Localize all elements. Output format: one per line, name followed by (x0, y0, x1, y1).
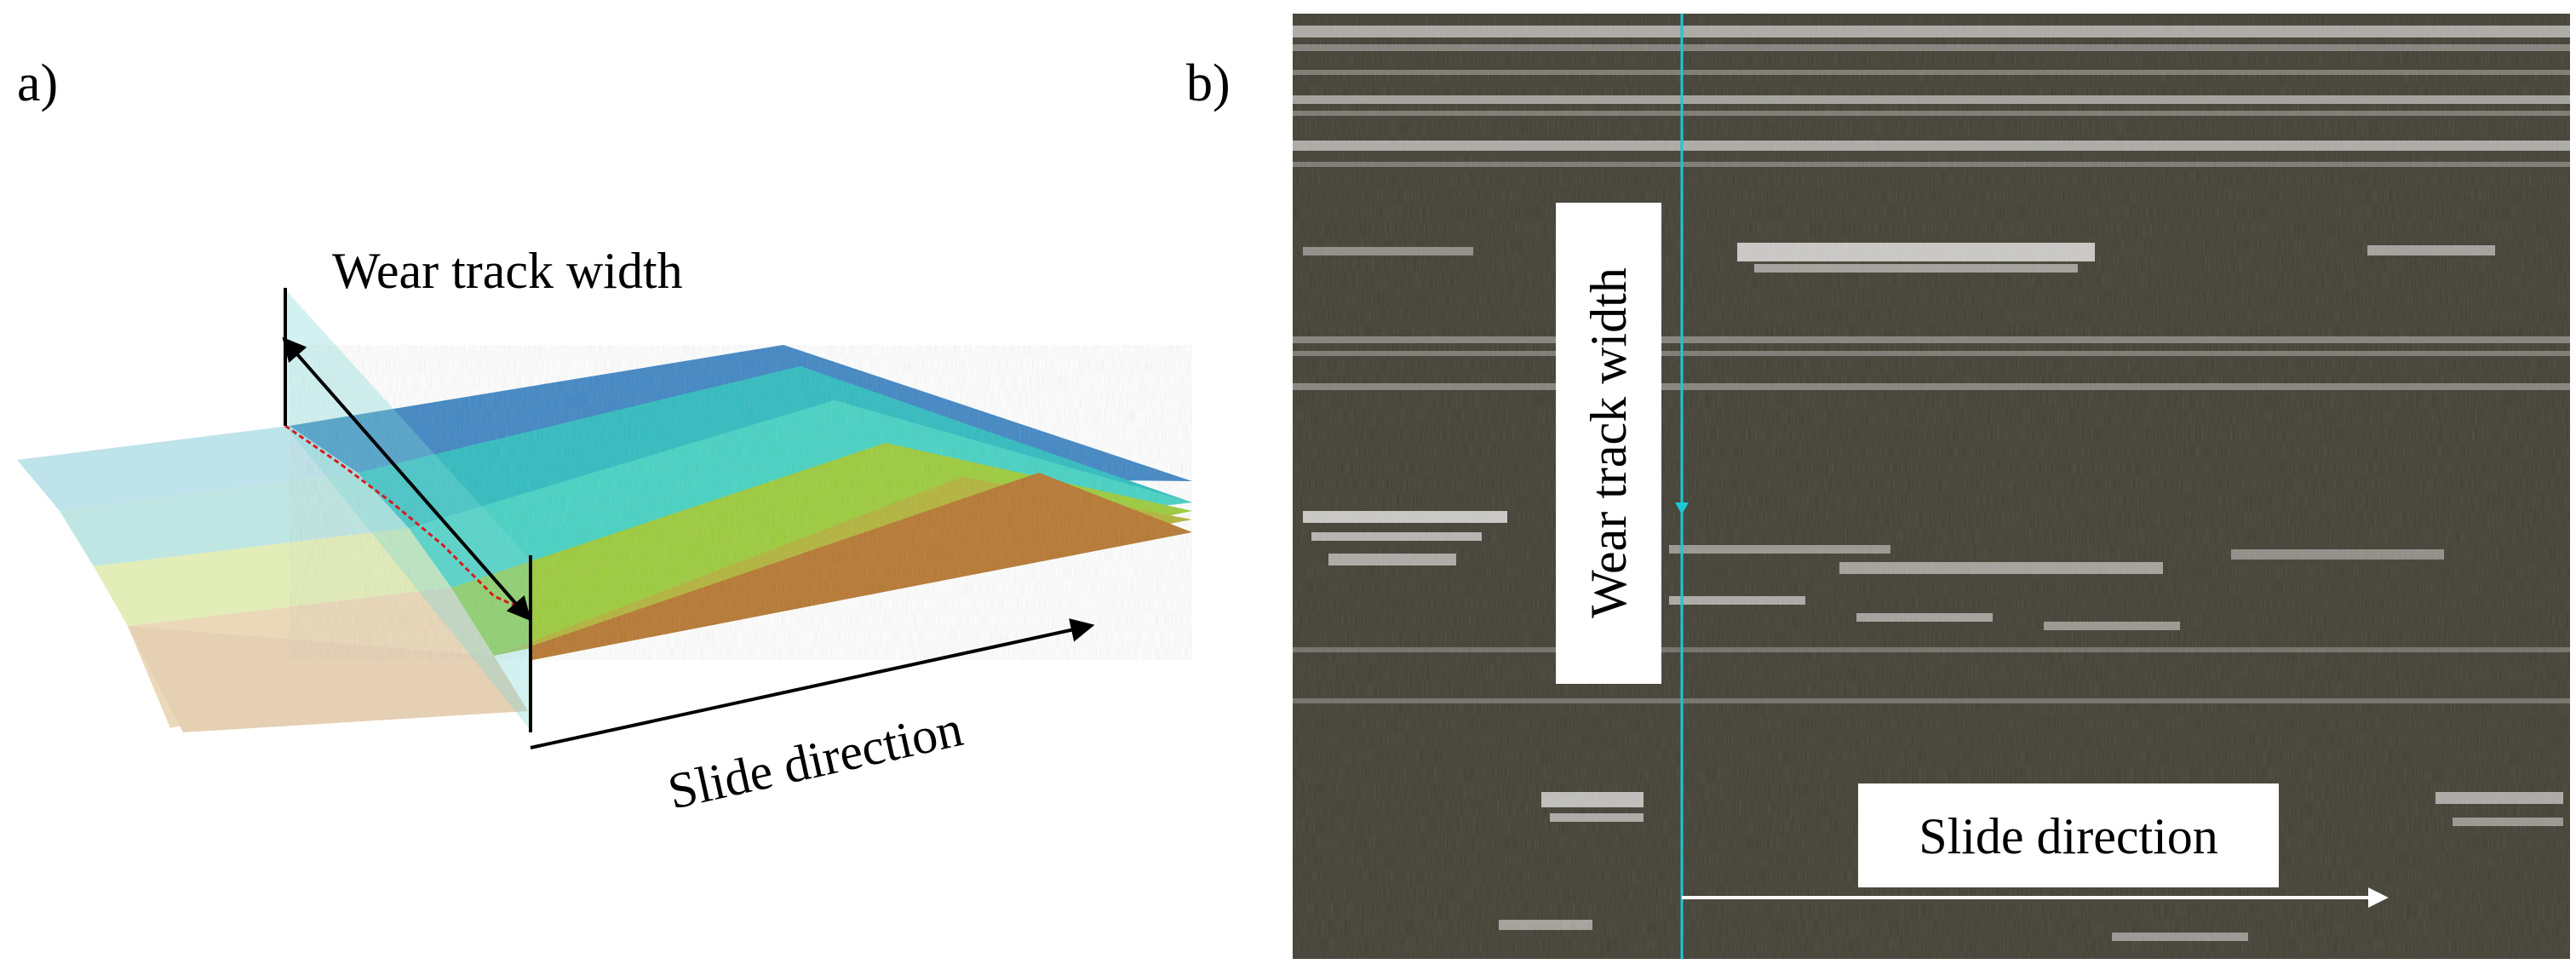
slide-direction-arrow (530, 618, 1095, 749)
faded-tan-region (128, 626, 528, 732)
panel-a-label: a) (17, 55, 58, 112)
scan-marker-icon (1675, 502, 1689, 514)
panel-b: b) (1186, 14, 2570, 959)
wear-track-width-label-b: Wear track width (1581, 267, 1637, 618)
annotation-lines (282, 288, 1095, 749)
slide-direction-box: Slide direction (1858, 783, 2279, 887)
surface-3d-profile (17, 290, 1192, 732)
wear-track-width-box: Wear track width (1556, 203, 1661, 684)
panel-b-label: b) (1186, 55, 1231, 112)
panel-a: a) Wear track wi (17, 55, 1192, 820)
slide-direction-label-a: Slide direction (663, 700, 968, 820)
micrograph-image (1293, 14, 2570, 959)
wear-streaks (1293, 26, 2570, 941)
wear-track-width-arrow (282, 336, 531, 622)
slide-direction-label-b: Slide direction (1919, 808, 2218, 864)
faded-stripe-1 (17, 426, 358, 511)
wear-track-width-label-a: Wear track width (332, 243, 683, 299)
